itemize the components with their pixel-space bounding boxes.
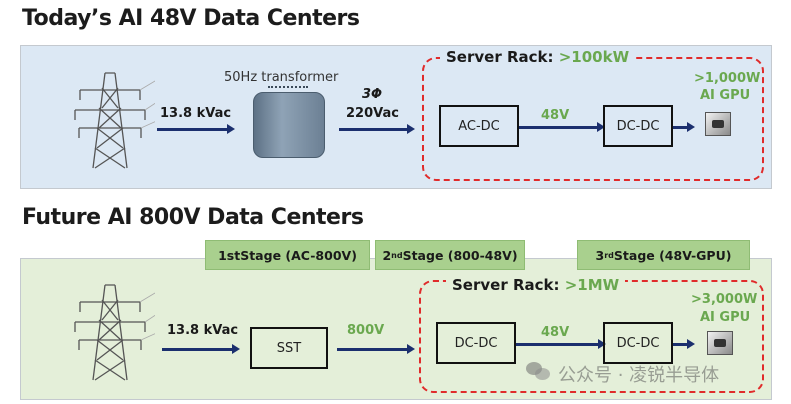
- top-bus-voltage: 48V: [541, 108, 570, 123]
- transformer-icon: [253, 92, 325, 158]
- top-gpu-arrow: [673, 122, 695, 131]
- top-output-arrow: [339, 124, 415, 133]
- sst-box: SST: [250, 327, 328, 369]
- top-input-voltage: 13.8 kVac: [160, 106, 232, 121]
- bottom-dc-dc-box-2: DC-DC: [603, 322, 673, 364]
- bottom-input-arrow: [162, 344, 240, 353]
- transformer-bushings: [268, 86, 308, 96]
- stage-2-prefix: 2: [382, 247, 392, 263]
- top-gpu-chip-icon: [705, 112, 731, 136]
- top-rack-title: Server Rack: >100kW: [440, 48, 636, 66]
- bottom-gpu-label: AI GPU: [700, 310, 751, 325]
- top-output-voltage: 220Vac: [346, 106, 399, 121]
- bottom-bus-voltage: 48V: [541, 325, 570, 340]
- wechat-icon: [526, 362, 552, 382]
- top-ac-dc-box: AC-DC: [439, 105, 519, 147]
- top-bus-arrow: [519, 122, 605, 131]
- bottom-title: Future AI 800V Data Centers: [22, 205, 364, 230]
- bottom-dc-dc-box-1: DC-DC: [436, 322, 516, 364]
- stage-1-prefix: 1st: [218, 247, 241, 263]
- stage-2-sup: nd: [391, 250, 403, 260]
- bottom-rack-title: Server Rack: >1MW: [446, 276, 626, 294]
- bottom-bus-arrow: [516, 339, 606, 348]
- power-tower-icon: [74, 72, 155, 169]
- stage-2-text: Stage (800-48V): [402, 247, 518, 263]
- dc-800v-label: 800V: [347, 323, 385, 338]
- bottom-rack-label: Server Rack:: [452, 276, 560, 294]
- bottom-800v-arrow: [337, 344, 415, 353]
- power-tower-icon-2: [74, 284, 155, 381]
- stage-1-label: 1st Stage (AC-800V): [205, 240, 370, 270]
- bottom-gpu-arrow: [673, 339, 695, 348]
- bottom-input-voltage: 13.8 kVac: [167, 323, 239, 338]
- top-gpu-label: AI GPU: [700, 88, 751, 103]
- bottom-gpu-chip-icon: [707, 331, 733, 355]
- phase-label: 3Φ: [362, 87, 383, 102]
- top-rack-power: >100kW: [558, 48, 630, 66]
- top-rack-label: Server Rack:: [446, 48, 554, 66]
- transformer-label: 50Hz transformer: [224, 70, 339, 85]
- watermark-text: 公众号 · 凌锐半导体: [558, 365, 720, 386]
- stage-3-text: Stage (48V-GPU): [613, 247, 732, 263]
- stage-3-prefix: 3: [595, 247, 605, 263]
- bottom-rack-power: >1MW: [564, 276, 620, 294]
- stage-1-text: Stage (AC-800V): [240, 247, 357, 263]
- top-title: Today’s AI 48V Data Centers: [22, 6, 360, 31]
- top-gpu-power: >1,000W: [694, 71, 761, 86]
- top-input-arrow: [157, 124, 235, 133]
- bottom-gpu-power: >3,000W: [691, 292, 758, 307]
- stage-3-sup: rd: [604, 250, 614, 260]
- top-dc-dc-box: DC-DC: [603, 105, 673, 147]
